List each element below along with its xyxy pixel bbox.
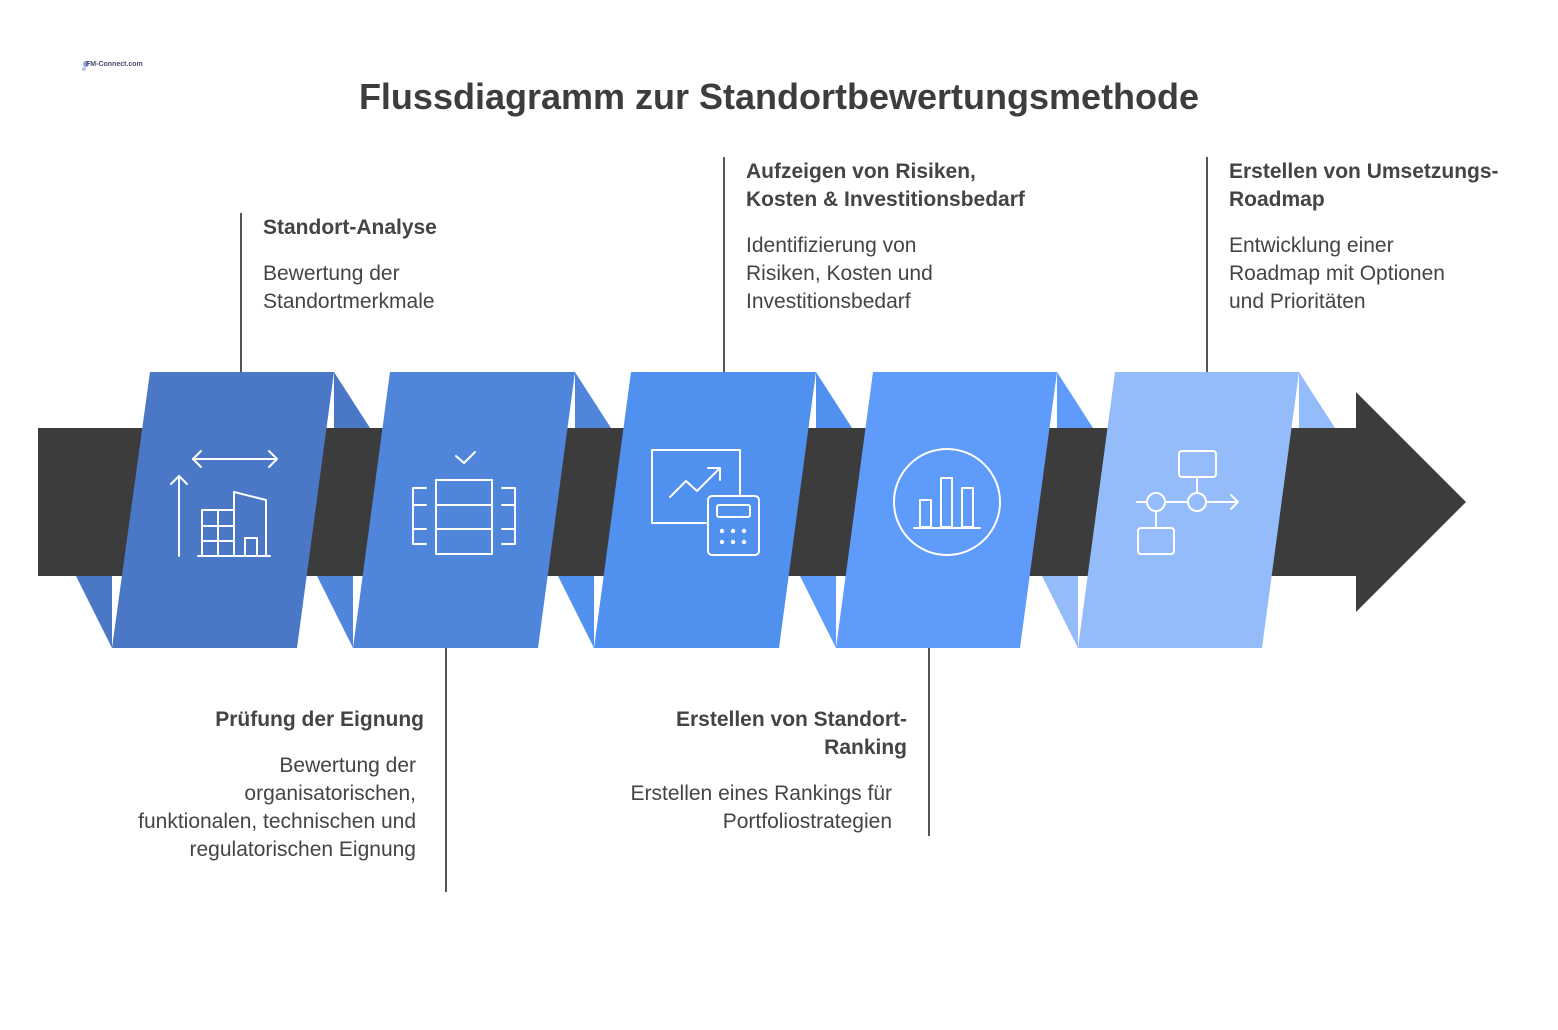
logo-icon [82,61,89,71]
chart-calculator-icon [651,449,760,556]
step-description-1: Bewertung der Standortmerkmale [263,262,435,313]
page-title: Flussdiagramm zur Standortbewertungsmeth… [358,76,1200,117]
step-text-5: Erstellen von Umsetzungs-Roadmap Entwick… [1229,158,1529,316]
step-heading-3: Aufzeigen von Risiken, Kosten & Investit… [746,160,1025,211]
step-text-1: Standort-Analyse Bewertung der Standortm… [263,214,563,316]
step-description-3: Identifizierung von Risiken, Kosten und … [746,234,933,313]
step-text-4: Erstellen von Standort-Ranking Erstellen… [626,706,907,836]
step-panel-5 [1042,372,1335,648]
step-description-5: Entwicklung einer Roadmap mit Optionen u… [1229,234,1445,313]
bar-chart-circle-icon [893,448,1001,556]
logo-text: FM-Connect.com [86,61,143,68]
checklist-icon [412,451,516,555]
step-panel-4 [800,372,1093,648]
step-description-2: Bewertung der organisatorischen, funktio… [138,754,416,861]
building-expansion-icon [170,450,278,557]
step-panel-3 [558,372,852,648]
flowchart-icon [1136,450,1239,555]
step-heading-4: Erstellen von Standort-Ranking [675,708,907,759]
arrow-head [1356,392,1466,612]
step-text-3: Aufzeigen von Risiken, Kosten & Investit… [746,158,1056,316]
step-description-4: Erstellen eines Rankings für Portfoliost… [630,782,892,833]
step-heading-1: Standort-Analyse [263,216,437,239]
step-heading-5: Erstellen von Umsetzungs-Roadmap [1229,160,1499,211]
step-heading-2: Prüfung der Eignung [215,708,424,731]
step-text-2: Prüfung der Eignung Bewertung der organi… [126,706,424,864]
step-panel-2 [317,372,611,648]
